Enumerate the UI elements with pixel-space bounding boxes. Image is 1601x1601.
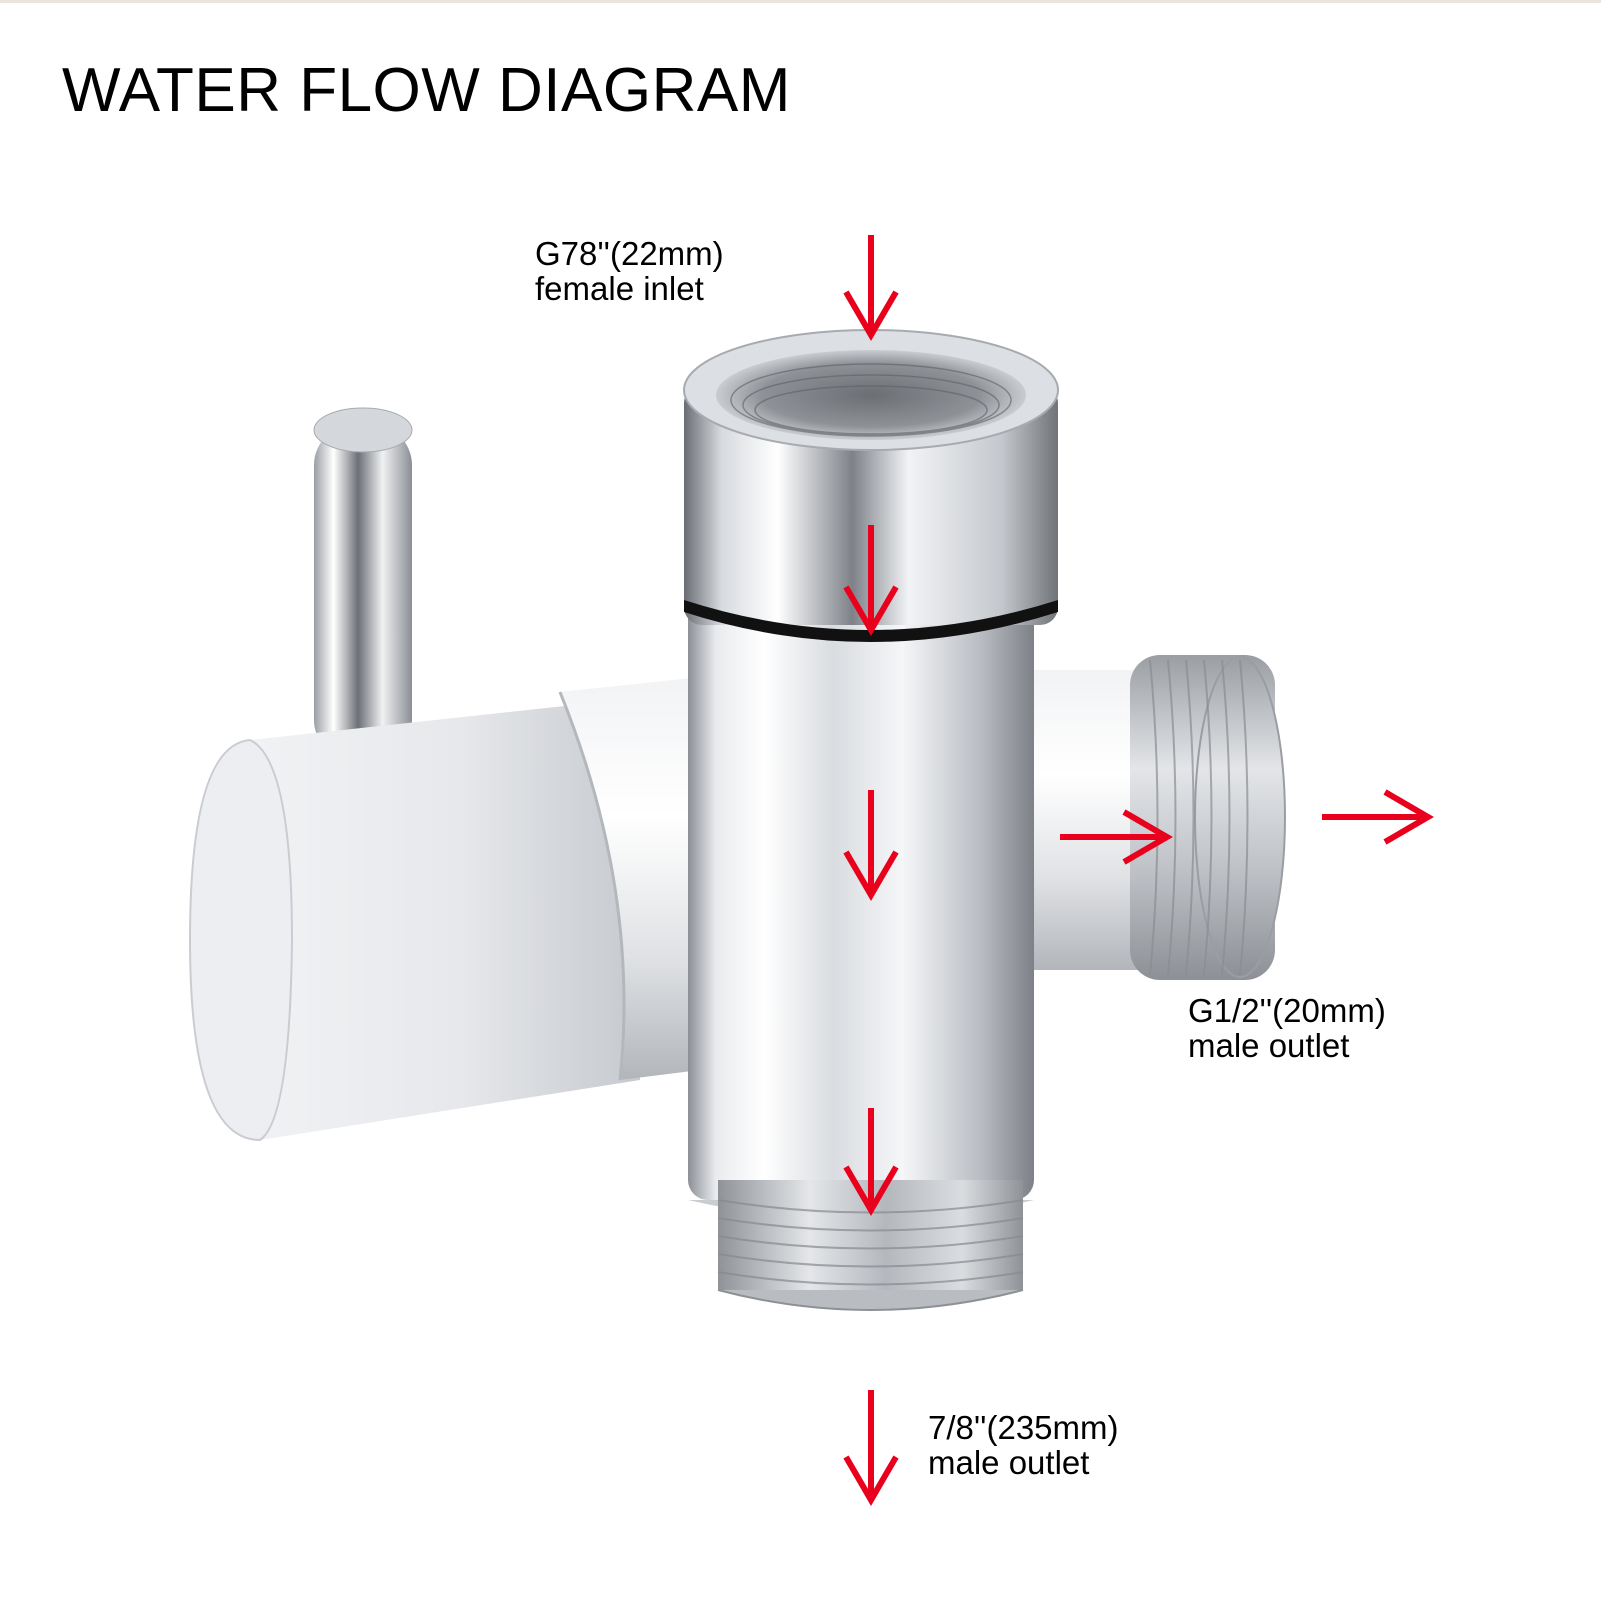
bottom-outlet-label: 7/8''(235mm) male outlet: [928, 1410, 1119, 1480]
arrow-icon-side-inner: [1060, 809, 1173, 865]
inlet-size: G78''(22mm): [535, 235, 724, 272]
arrow-icon-inlet-top: [843, 235, 899, 341]
arrow-icon-body: [843, 790, 899, 901]
arrow-icon-bottom-outlet: [843, 1390, 899, 1506]
side-outlet-body: [1020, 655, 1286, 980]
valve-knob: [188, 700, 640, 1142]
valve-body: [688, 590, 1034, 1220]
top-border: [0, 0, 1601, 3]
bottom-outlet-size: 7/8''(235mm): [928, 1409, 1119, 1446]
inlet-type: female inlet: [535, 270, 704, 307]
inlet-cap: [683, 329, 1059, 642]
arrow-icon-inlet-mid: [843, 525, 899, 636]
inlet-label: G78''(22mm) female inlet: [535, 236, 724, 306]
side-outlet-label: G1/2''(20mm) male outlet: [1188, 993, 1386, 1063]
bottom-outlet-type: male outlet: [928, 1444, 1090, 1481]
arrow-icon-bottom-body: [843, 1108, 899, 1216]
arrow-icon-side-outer: [1322, 789, 1434, 845]
side-outlet-size: G1/2''(20mm): [1188, 992, 1386, 1029]
valve-lever: [313, 407, 413, 760]
side-outlet-type: male outlet: [1188, 1027, 1350, 1064]
flow-arrows: [843, 235, 1434, 1506]
diagram-title: WATER FLOW DIAGRAM: [62, 56, 791, 125]
